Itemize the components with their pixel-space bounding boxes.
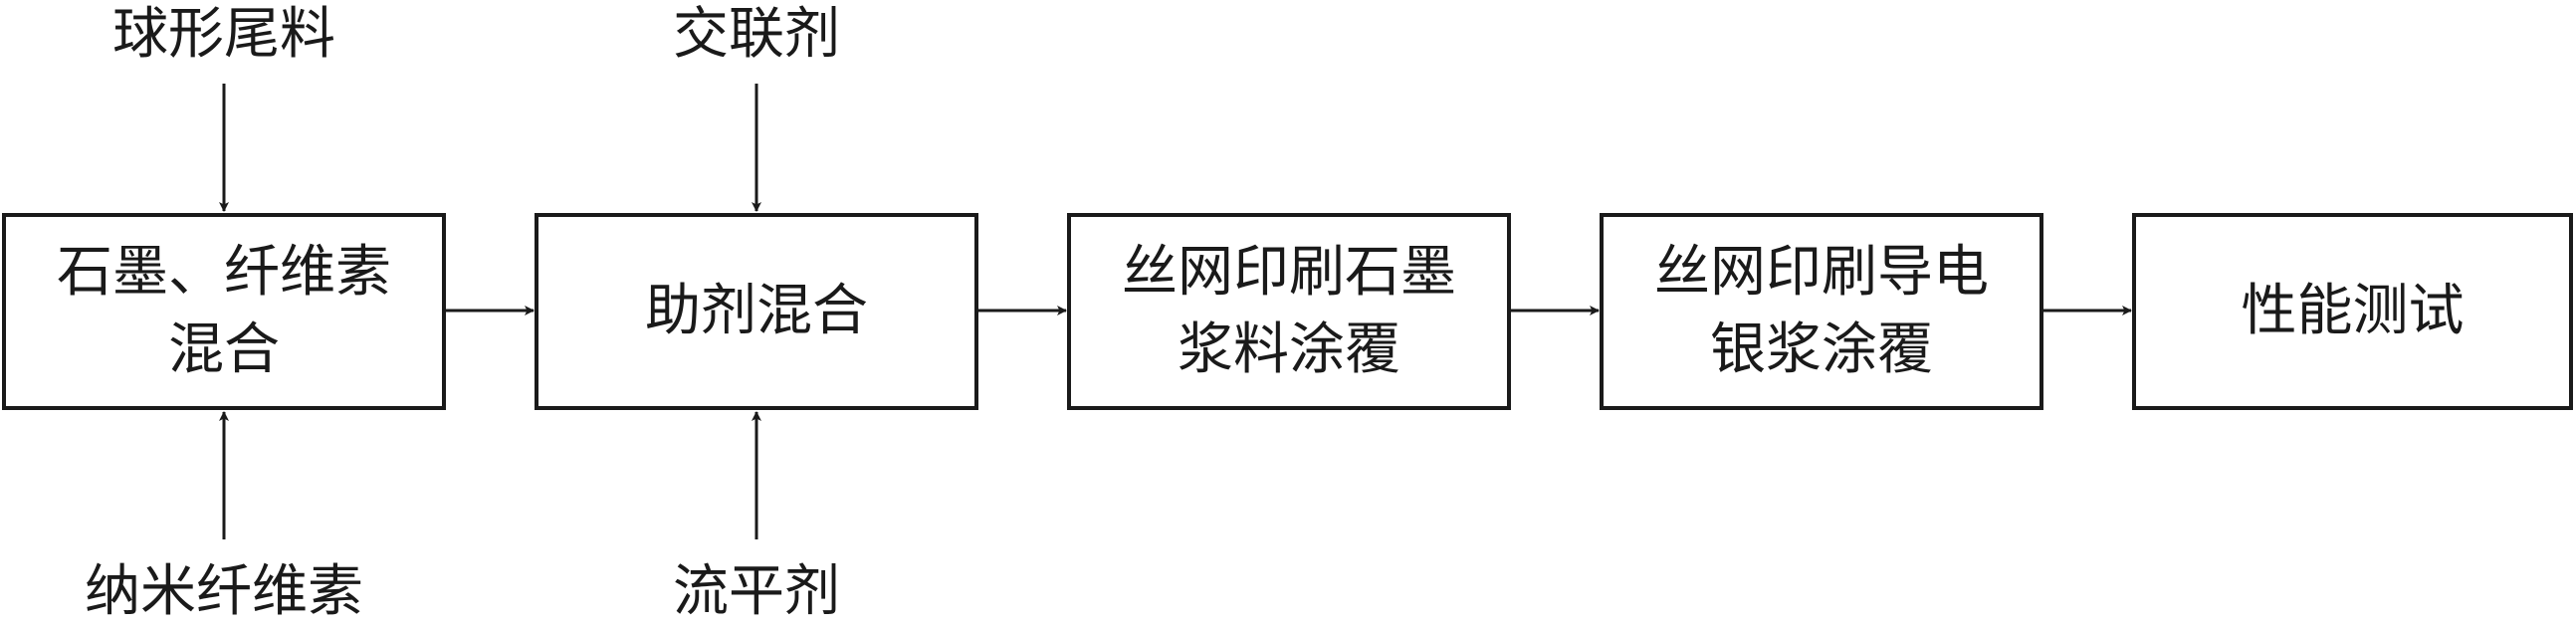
box-line: 丝网印刷石墨 bbox=[1122, 240, 1456, 305]
box-line: 助剂混合 bbox=[645, 279, 868, 343]
box-line: 丝网印刷导电 bbox=[1654, 240, 1989, 305]
box-graphite-cellulose-mix: 石墨、纤维素 混合 bbox=[2, 213, 446, 410]
box-screen-print-graphite: 丝网印刷石墨 浆料涂覆 bbox=[1067, 213, 1511, 410]
box-line: 银浆涂覆 bbox=[1710, 317, 1933, 382]
box-performance-test: 性能测试 bbox=[2132, 213, 2573, 410]
box-line: 性能测试 bbox=[2241, 279, 2465, 343]
label-nano-cellulose: 纳米纤维素 bbox=[85, 559, 363, 624]
label-leveling-agent: 流平剂 bbox=[673, 559, 840, 624]
label-crosslinker: 交联剂 bbox=[673, 2, 840, 67]
box-line: 混合 bbox=[168, 317, 280, 382]
box-additive-mix: 助剂混合 bbox=[535, 213, 978, 410]
box-screen-print-silver: 丝网印刷导电 银浆涂覆 bbox=[1600, 213, 2043, 410]
box-line: 石墨、纤维素 bbox=[57, 240, 391, 305]
label-spherical-tailings: 球形尾料 bbox=[112, 2, 335, 67]
box-line: 浆料涂覆 bbox=[1178, 317, 1400, 382]
